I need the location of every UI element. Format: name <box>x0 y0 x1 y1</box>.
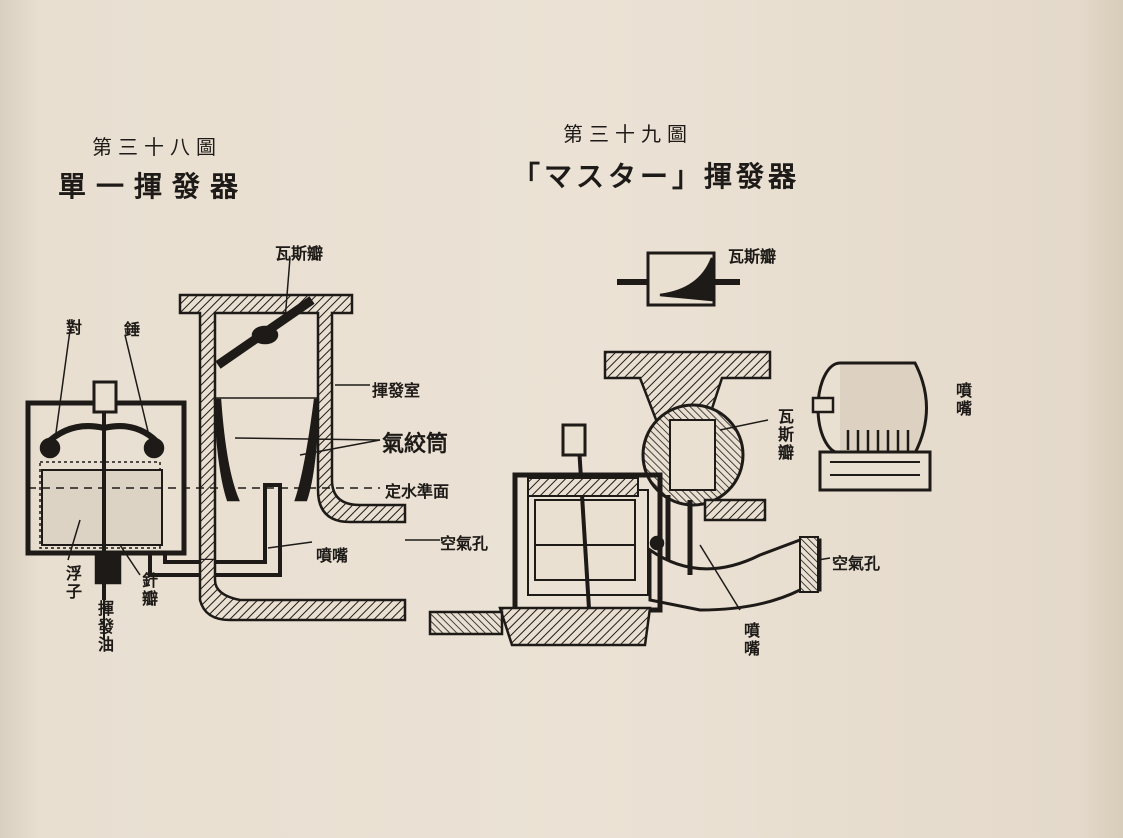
label-air-hole-38: 空氣孔 <box>440 534 489 553</box>
label-fuel-oil: 揮發油 <box>95 600 114 654</box>
label-counterweight-right: 錘 <box>124 320 141 339</box>
figure-39-title: 「マスター」揮發器 <box>512 160 801 193</box>
label-gas-valve-39-side: 瓦斯瓣 <box>775 408 794 462</box>
float-chamber-39 <box>512 472 663 613</box>
label-jet-38: 噴嘴 <box>316 546 349 565</box>
figure-39-drawing <box>428 251 932 647</box>
label-float: 浮子 <box>63 565 82 601</box>
figure-38-drawing <box>25 257 440 640</box>
air-horn <box>648 538 822 612</box>
label-jet-39-bottom: 噴嘴 <box>741 622 760 658</box>
label-gas-valve-39-top: 瓦斯瓣 <box>728 247 777 266</box>
fuel-inlet <box>428 610 504 636</box>
label-air-hole-39: 空氣孔 <box>832 554 881 573</box>
label-counterweight-left: 對 <box>66 318 83 337</box>
label-water-level: 定水準面 <box>385 482 450 501</box>
figure-39-number: 第三十九圖 <box>563 122 693 146</box>
label-jet-39-side: 噴嘴 <box>953 382 972 418</box>
figure-38-title: 單一揮發器 <box>58 170 249 203</box>
label-air-tube: 氣絞筒 <box>382 431 449 457</box>
figure-38-number: 第三十八圖 <box>92 135 222 159</box>
label-needle-valve: 針瓣 <box>139 572 158 608</box>
valve-cylinder-illustration <box>811 361 932 492</box>
label-gas-valve-38: 瓦斯瓣 <box>275 244 324 263</box>
label-vaporizing-chamber: 揮發室 <box>372 381 421 400</box>
